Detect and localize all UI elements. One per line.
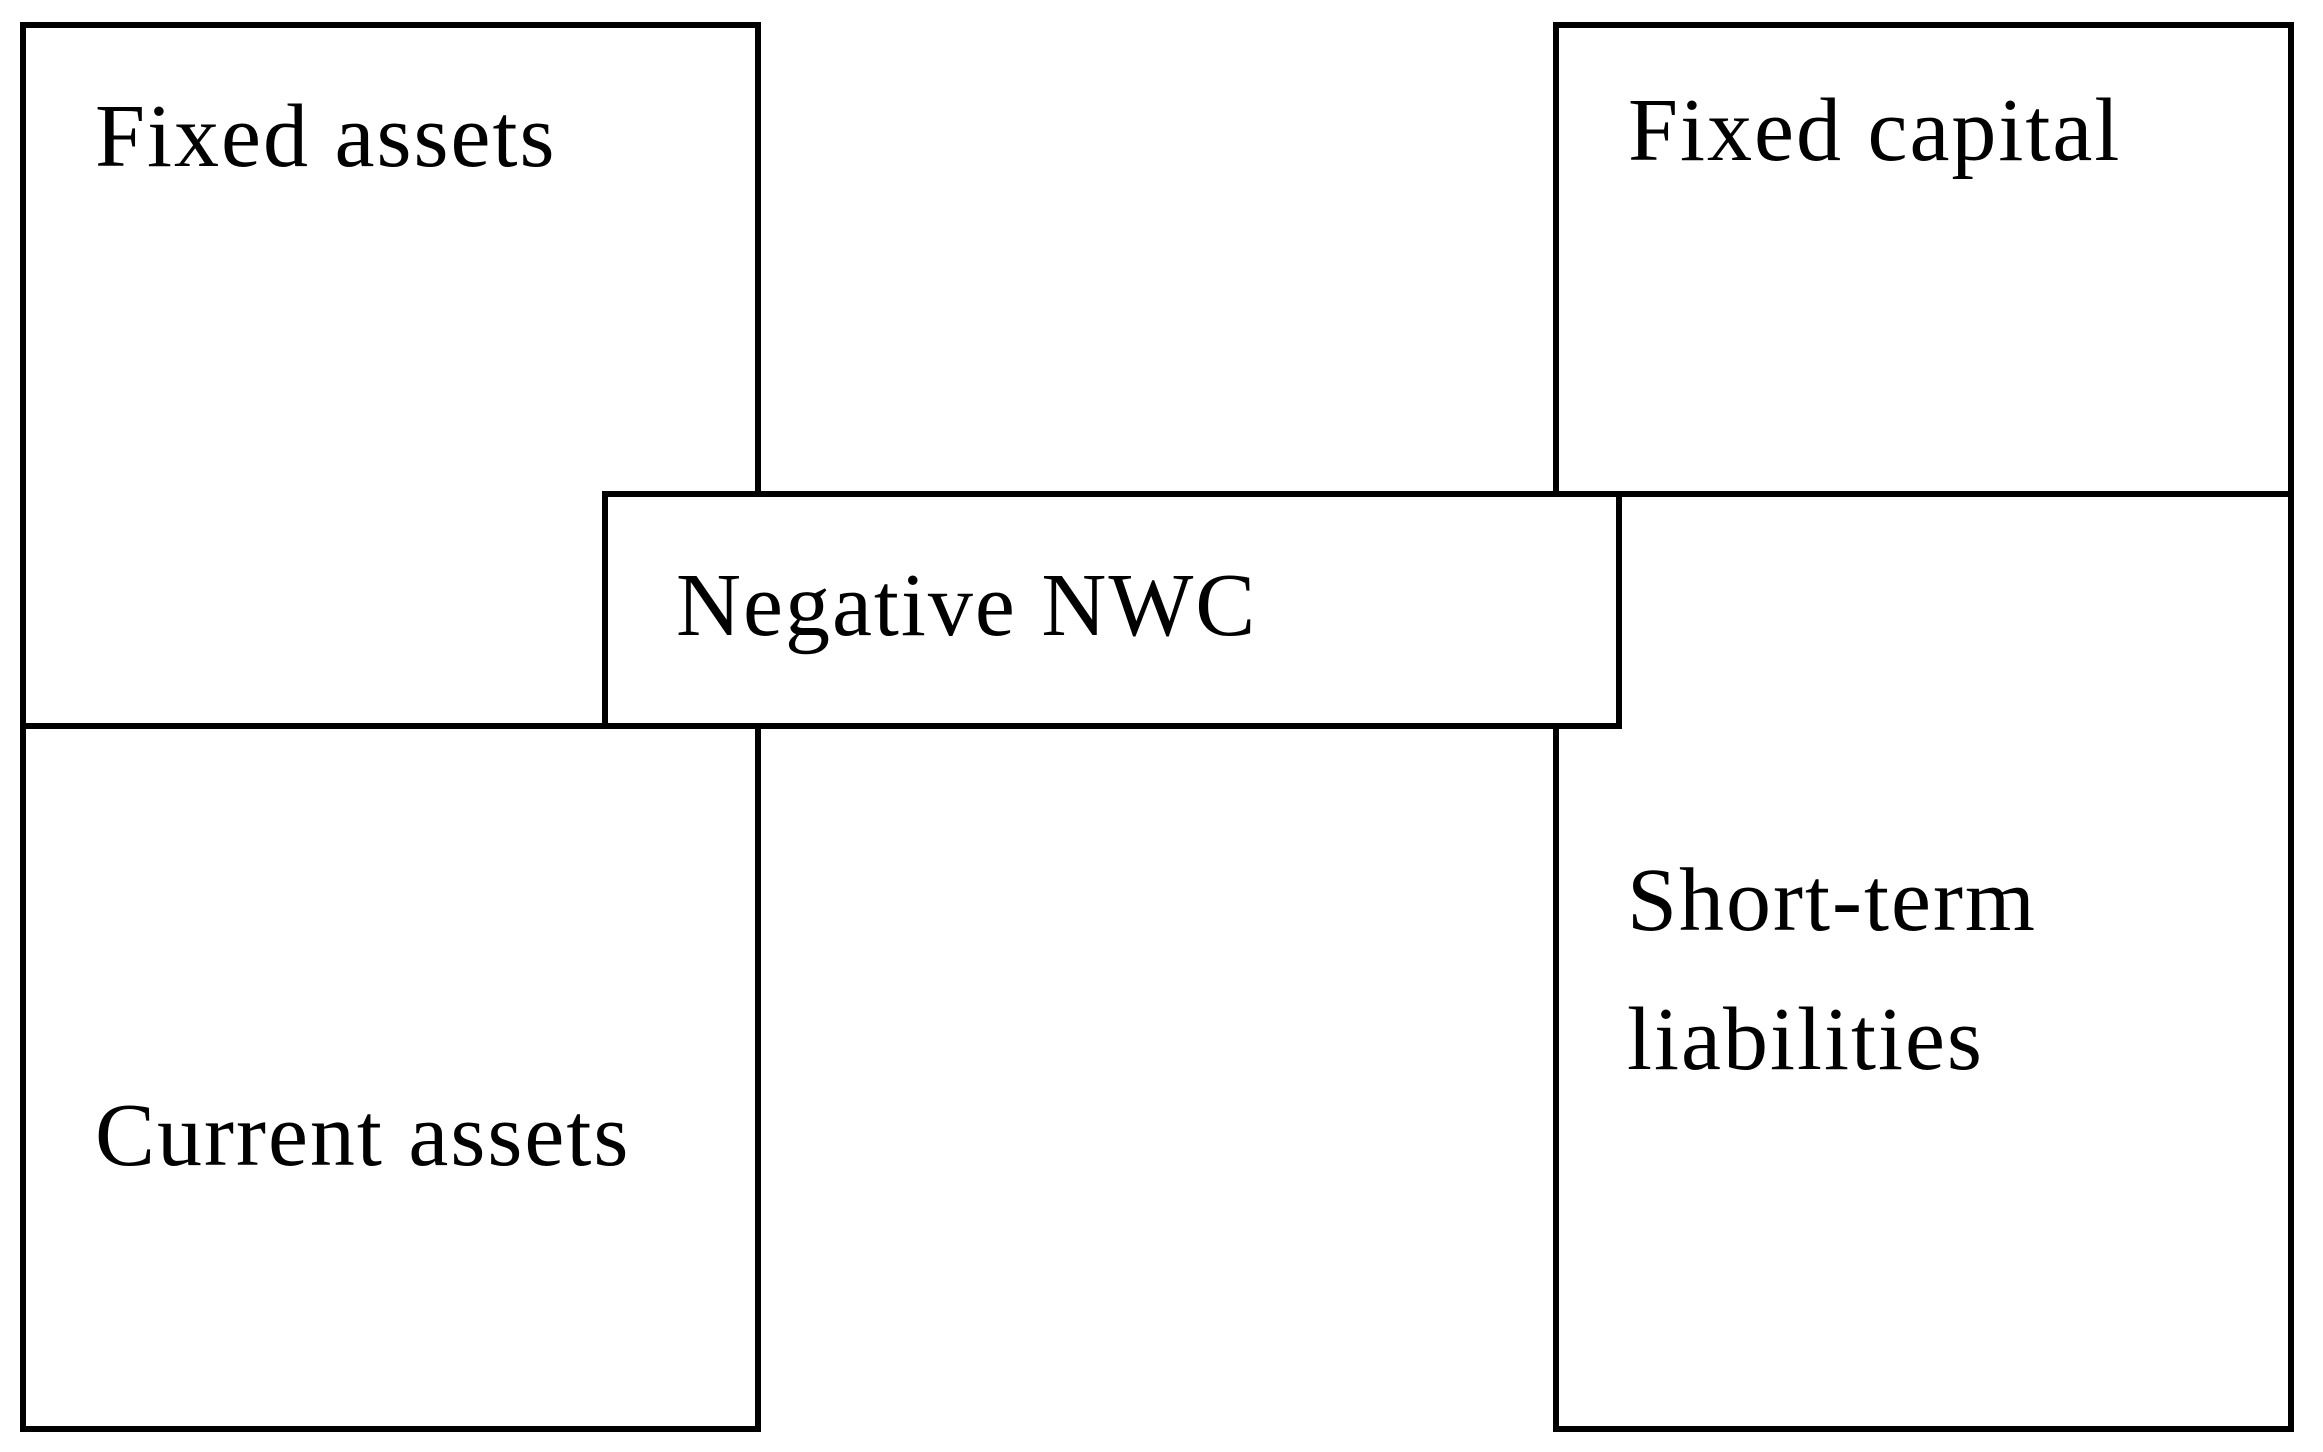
current-assets-label: Current assets (95, 1086, 631, 1185)
fixed-capital-label: Fixed capital (1628, 81, 2122, 180)
fixed-assets-label: Fixed assets (95, 87, 557, 186)
assets-column-divider (20, 723, 761, 729)
capital-column-divider (1553, 491, 2294, 497)
short-term-liabilities-label-line1: Short-term (1627, 851, 2037, 950)
capital-column-box (1553, 22, 2294, 1432)
negative-nwc-box (602, 491, 1622, 729)
short-term-liabilities-label-line2: liabilities (1627, 990, 1984, 1089)
negative-nwc-label: Negative NWC (676, 556, 1258, 655)
